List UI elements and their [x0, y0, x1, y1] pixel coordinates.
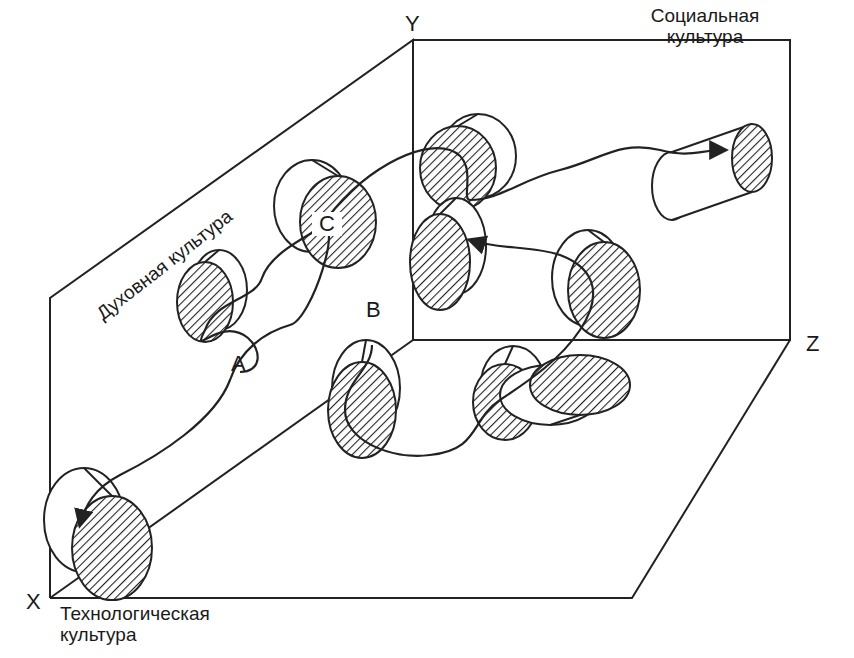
cylinder-face [328, 362, 396, 458]
point-label: B [366, 298, 390, 322]
cylinder-edge [588, 230, 604, 242]
cylinder [500, 355, 630, 425]
cylinder-edge [672, 192, 752, 220]
point-label: C [312, 212, 342, 236]
face-label: Технологическая культура [60, 604, 290, 646]
cylinder-face [732, 124, 772, 192]
cylinder-edge [312, 160, 338, 176]
cylinder [552, 230, 640, 338]
cylinder [274, 160, 376, 268]
cylinder-face [410, 214, 470, 310]
cylinder [177, 250, 247, 342]
trajectory [80, 227, 329, 525]
cylinder [44, 468, 152, 600]
axis-label: Z [806, 332, 836, 356]
cylinder-edge [205, 250, 219, 262]
trajectory [345, 240, 593, 456]
cylinder [410, 198, 486, 310]
face-label: Социальная культура [620, 6, 790, 48]
axis-label: X [26, 590, 50, 614]
cylinder-edge [440, 198, 456, 214]
cylinder-edge [505, 346, 513, 364]
cylinder-face [530, 355, 630, 415]
point-label: A [231, 352, 255, 376]
cylinder-edge [458, 114, 478, 126]
cylinder-face [568, 242, 640, 338]
coordinate-box [50, 40, 790, 598]
axis-label: Y [405, 12, 435, 36]
trajectory [320, 147, 725, 228]
cylinder-edge [550, 415, 580, 425]
cylinder-face [300, 176, 376, 268]
cylinder [652, 124, 772, 220]
cylinder-edge [362, 340, 366, 362]
